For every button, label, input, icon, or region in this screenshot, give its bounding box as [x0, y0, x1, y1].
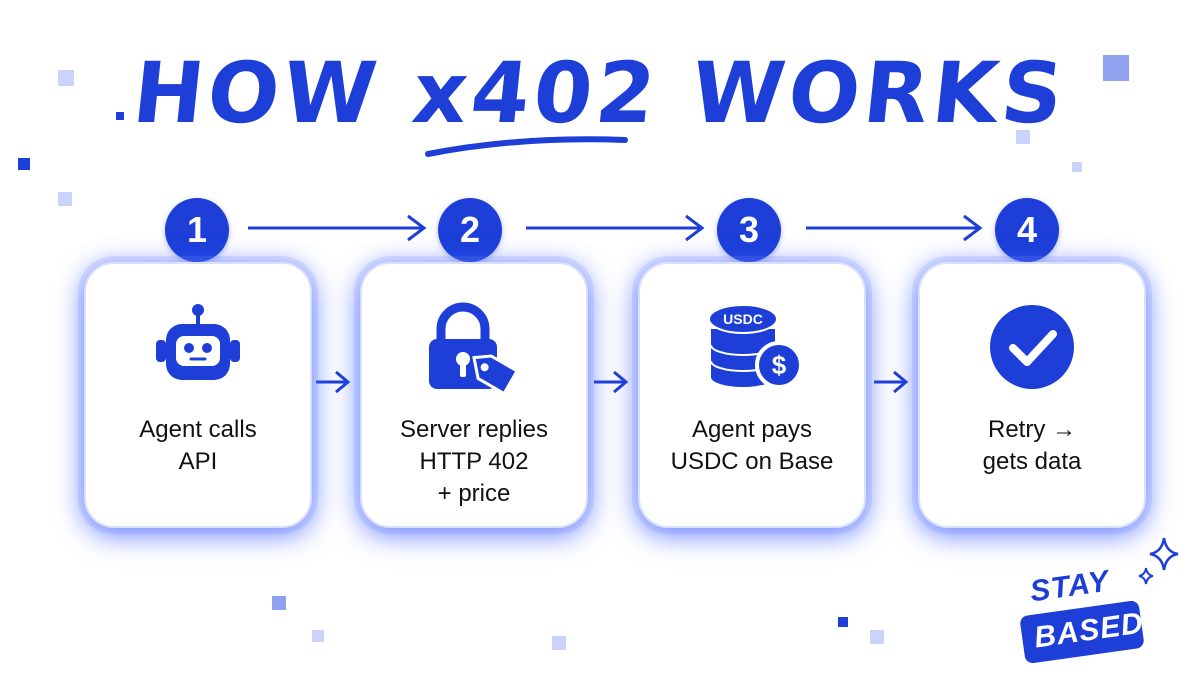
step-number-2: 2	[438, 198, 502, 262]
decor-square	[272, 596, 286, 610]
step-card-2: Server replies HTTP 402 + price	[360, 262, 588, 528]
step-number-4: 4	[995, 198, 1059, 262]
step-number-1: 1	[165, 198, 229, 262]
decor-square	[58, 192, 72, 206]
page-title: HOW x402 WORKS	[128, 44, 1072, 142]
step-label: Retry → gets data	[982, 416, 1082, 475]
sparkle-icon	[1138, 537, 1179, 585]
usdc-label: USDC	[723, 311, 763, 327]
checkmark-icon	[987, 302, 1077, 392]
step-card-3: USDC $ Agent pays USDC on Base	[638, 262, 866, 528]
step-card-1: Agent calls API	[84, 262, 312, 528]
decor-square	[870, 630, 884, 644]
decor-square	[838, 617, 848, 627]
step-label: Server replies HTTP 402 + price	[399, 416, 549, 507]
step-number-3: 3	[717, 198, 781, 262]
stamp-line-1: STAY	[1028, 564, 1112, 609]
side-arrow	[874, 370, 909, 394]
decor-square	[58, 70, 74, 86]
top-arrow	[248, 214, 427, 242]
decor-square	[1103, 55, 1129, 81]
decor-square	[116, 112, 124, 120]
step-label: Agent calls API	[139, 416, 257, 475]
decor-square	[1072, 162, 1082, 172]
lock-tag-icon	[419, 302, 529, 393]
svg-text:$: $	[772, 350, 787, 380]
step-card-4: Retry → gets data	[918, 262, 1146, 528]
top-arrow	[806, 214, 983, 242]
robot-icon	[150, 302, 246, 392]
side-arrow	[316, 370, 351, 394]
top-arrow	[526, 214, 705, 242]
decor-square	[18, 158, 30, 170]
step-label: Agent pays USDC on Base	[670, 416, 834, 475]
decor-square	[552, 636, 566, 650]
side-arrow	[594, 370, 629, 394]
decor-square	[312, 630, 324, 642]
decor-square	[1016, 130, 1030, 144]
usdc-coins-icon: USDC $	[697, 302, 807, 392]
